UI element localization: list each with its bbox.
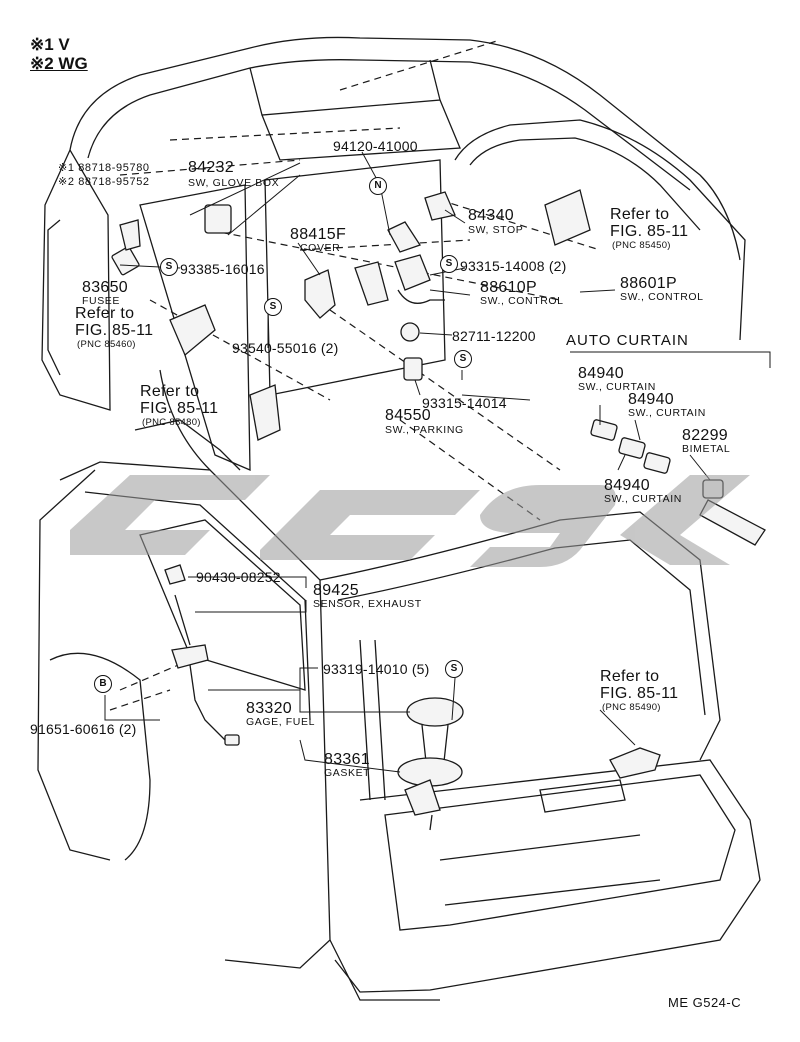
part-93319-14010: 93319-14010 (5) [323,661,430,677]
symbol-b: B [94,675,112,693]
part-83650: 83650 [82,279,128,296]
part-88610p-caption: SW., CONTROL [480,295,564,307]
part-88601p-caption: SW., CONTROL [620,291,704,303]
nut-shape [164,564,186,585]
symbol-s-1: S [160,258,178,276]
part-88610p: 88610P [480,279,537,296]
legend: ※1 V ※2 WG [30,35,88,73]
window-frame-left [139,184,251,471]
part-84550: 84550 [385,407,431,424]
part-93315-14008: 93315-14008 (2) [460,258,567,274]
part-91651-60616: 91651-60616 (2) [30,721,137,737]
ref-85480-line2: FIG. 85-11 [140,400,219,417]
ref-85490-line1: Refer to [600,668,660,685]
ref-85450-line2: FIG. 85-11 [610,223,689,240]
ref-85490-pnc: (PNC 85490) [602,702,661,713]
auto-curtain-title: AUTO CURTAIN [566,332,689,349]
parking-switch-shape [403,357,423,381]
part-88718-v: ※1 88718-95780 [58,162,150,174]
part-88718-wg: ※2 88718-95752 [58,176,150,188]
control-switch-shape [394,254,431,291]
part-83320: 83320 [246,700,292,717]
part-94120-41000: 94120-41000 [333,138,418,154]
part-82711-12200: 82711-12200 [452,328,536,344]
fuel-gage-shape [406,697,464,727]
part-84340-caption: SW, STOP [468,224,524,236]
part-83361-caption: GASKET [324,767,371,779]
curtain-switch-c [643,452,671,474]
rear-bumper [334,759,761,993]
part-84232: 84232 [188,159,234,176]
legend-line-1: ※1 V [30,35,70,54]
ref-85450-pnc: (PNC 85450) [612,240,671,251]
part-84940-c: 84940 [604,477,650,494]
part-88415f-caption: COVER [300,242,341,254]
part-84940-a-caption: SW., CURTAIN [578,381,656,393]
part-84232-caption: SW, GLOVE BOX [188,177,280,189]
part-89425-caption: SENSOR, EXHAUST [313,598,422,610]
part-82299: 82299 [682,427,728,444]
part-83650-caption: FUSEE [82,295,121,307]
part-84550-caption: SW., PARKING [385,424,464,436]
symbol-s-3: S [264,298,282,316]
symbol-s-4: S [454,350,472,368]
part-84940-b-caption: SW., CURTAIN [628,407,706,419]
cover-shape [304,269,336,319]
symbol-s-2: S [440,255,458,273]
part-84940-c-caption: SW., CURTAIN [604,493,682,505]
curtain-switch-b [618,437,646,459]
part-93385-16016: 93385-16016 [180,261,265,277]
part-84340: 84340 [468,207,514,224]
lock-cylinder-left [169,304,216,357]
legend-line-2: ※2 WG [30,53,88,73]
part-90430-08252: 90430-08252 [196,569,281,585]
figure-code: ME G524-C [668,995,742,1010]
symbol-s-5: S [445,660,463,678]
part-84940-b: 84940 [628,391,674,408]
part-93540-55016: 93540-55016 (2) [232,340,339,356]
part-88601p: 88601P [620,275,677,292]
part-88415f: 88415F [290,226,347,243]
ref-85460-line2: FIG. 85-11 [75,322,154,339]
part-93315-14014: 93315-14014 [422,395,507,411]
grommet-shape [400,322,420,342]
stop-switch-shape [424,191,456,221]
ref-85490-line2: FIG. 85-11 [600,685,679,702]
lock-cylinder-rear [609,747,661,779]
part-83320-caption: GAGE, FUEL [246,716,316,728]
part-84940-a: 84940 [578,365,624,382]
ref-85480-pnc: (PNC 85480) [142,417,201,428]
ref-85460-line1: Refer to [75,305,135,322]
part-82299-caption: BIMETAL [682,443,731,455]
part-83361: 83361 [324,751,370,768]
ref-85480-line1: Refer to [140,383,200,400]
roof-outline [69,36,741,261]
fusee-shape [111,246,140,276]
exhaust-sensor-rod [174,594,191,646]
ref-85450-line1: Refer to [610,206,670,223]
glove-box-switch-shape [204,204,232,234]
symbol-n: N [369,177,387,195]
lock-cylinder-center [249,384,281,441]
part-89425: 89425 [313,582,359,599]
ref-85460-pnc: (PNC 85460) [77,339,136,350]
side-window [139,519,306,691]
lock-cylinder-right [544,189,591,246]
watermark-logo [70,475,750,567]
left-door-outline [41,148,111,411]
curtain-switch-a [590,419,618,441]
